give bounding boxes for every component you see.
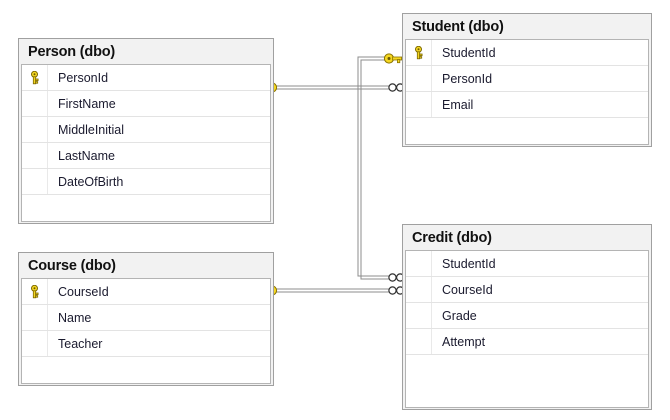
entity-title-course: Course (dbo) bbox=[21, 255, 271, 278]
field-name: Email bbox=[442, 97, 474, 112]
field-gutter bbox=[22, 91, 48, 116]
empty-field-row[interactable] bbox=[406, 355, 648, 407]
field-key-gutter bbox=[22, 279, 48, 304]
field-row[interactable]: CourseId bbox=[406, 277, 648, 303]
field-row[interactable]: Teacher bbox=[22, 331, 270, 357]
primary-key-icon bbox=[31, 284, 39, 298]
primary-key-icon bbox=[31, 70, 39, 84]
field-gutter bbox=[22, 117, 48, 142]
field-gutter bbox=[406, 251, 432, 276]
field-gutter bbox=[22, 305, 48, 330]
field-name: Teacher bbox=[58, 336, 103, 351]
field-name: CourseId bbox=[442, 282, 493, 297]
field-name: MiddleInitial bbox=[58, 122, 125, 137]
entity-title-credit: Credit (dbo) bbox=[405, 227, 649, 250]
field-name: FirstName bbox=[58, 96, 116, 111]
relationship-person-student[interactable] bbox=[258, 82, 405, 93]
field-gutter bbox=[22, 143, 48, 168]
relationship-student-credit[interactable] bbox=[357, 53, 405, 282]
empty-field-row[interactable] bbox=[22, 195, 270, 221]
field-name: PersonId bbox=[58, 70, 109, 85]
field-name: PersonId bbox=[442, 71, 493, 86]
field-name: LastName bbox=[58, 148, 115, 163]
field-gutter bbox=[22, 169, 48, 194]
field-gutter bbox=[22, 331, 48, 356]
field-row[interactable]: Email bbox=[406, 92, 648, 118]
field-name: Attempt bbox=[442, 334, 486, 349]
field-key-gutter bbox=[406, 40, 432, 65]
field-row[interactable]: DateOfBirth bbox=[22, 169, 270, 195]
relationship-course-credit[interactable] bbox=[258, 285, 405, 296]
field-gutter bbox=[406, 66, 432, 91]
field-row[interactable]: StudentId bbox=[406, 40, 648, 66]
field-row[interactable]: MiddleInitial bbox=[22, 117, 270, 143]
empty-field-row[interactable] bbox=[22, 357, 270, 383]
field-key-gutter bbox=[22, 65, 48, 90]
field-row[interactable]: Attempt bbox=[406, 329, 648, 355]
field-name: Grade bbox=[442, 308, 477, 323]
field-row[interactable]: PersonId bbox=[22, 65, 270, 91]
field-gutter bbox=[406, 92, 432, 117]
field-name: StudentId bbox=[442, 256, 496, 271]
empty-field-row[interactable] bbox=[406, 118, 648, 144]
field-row[interactable]: FirstName bbox=[22, 91, 270, 117]
field-row[interactable]: Name bbox=[22, 305, 270, 331]
field-row[interactable]: Grade bbox=[406, 303, 648, 329]
entity-title-student: Student (dbo) bbox=[405, 16, 649, 39]
field-row[interactable]: PersonId bbox=[406, 66, 648, 92]
field-gutter bbox=[406, 303, 432, 328]
field-row[interactable]: LastName bbox=[22, 143, 270, 169]
primary-key-icon bbox=[415, 45, 423, 59]
field-row[interactable]: StudentId bbox=[406, 251, 648, 277]
field-row[interactable]: CourseId bbox=[22, 279, 270, 305]
field-name: DateOfBirth bbox=[58, 174, 124, 189]
field-gutter bbox=[406, 329, 432, 354]
one-endpoint-key-icon bbox=[383, 53, 403, 64]
entity-title-person: Person (dbo) bbox=[21, 41, 271, 64]
field-gutter bbox=[406, 277, 432, 302]
field-name: StudentId bbox=[442, 45, 496, 60]
field-name: CourseId bbox=[58, 284, 109, 299]
field-name: Name bbox=[58, 310, 92, 325]
